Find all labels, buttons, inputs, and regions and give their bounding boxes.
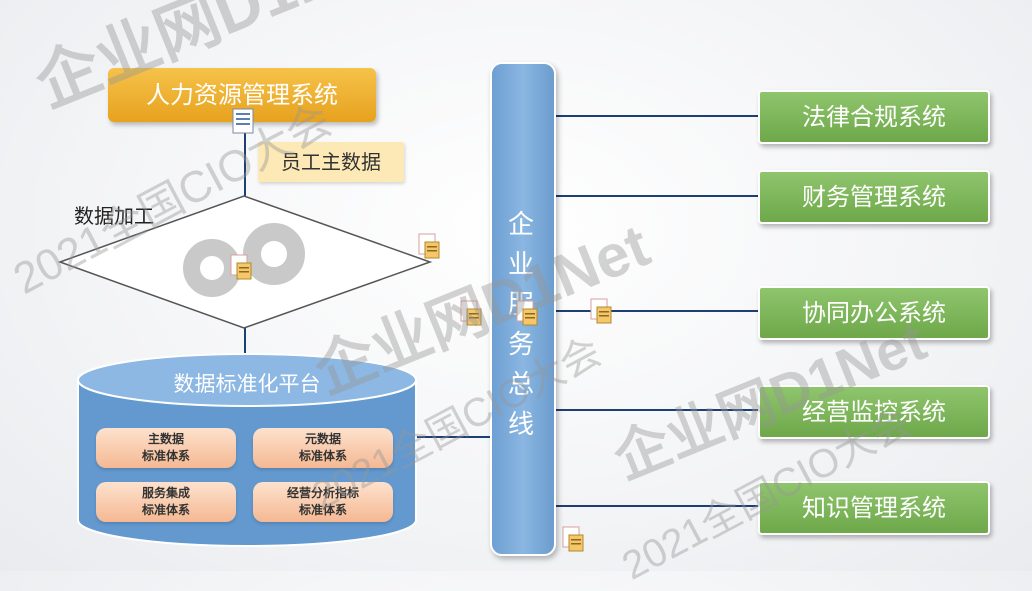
platform-title: 数据标准化平台 <box>173 372 321 396</box>
system-box-legal-compliance: 法律合规系统 <box>758 90 990 144</box>
system-label: 知识管理系统 <box>802 494 946 522</box>
standard-metadata: 元数据 标准体系 <box>253 428 393 468</box>
data-sheet-icon <box>230 254 252 280</box>
system-box-operations-monitoring: 经营监控系统 <box>758 385 990 439</box>
system-box-collaboration: 协同办公系统 <box>758 286 990 340</box>
standard-line1: 经营分析指标 <box>286 486 359 500</box>
system-label: 法律合规系统 <box>802 103 946 131</box>
employee-master-data-label: 员工主数据 <box>258 142 404 182</box>
standard-line2: 标准体系 <box>141 503 190 517</box>
data-sheet-icon <box>460 300 482 326</box>
data-sheet-icon <box>562 526 584 552</box>
standard-service-integration: 服务集成 标准体系 <box>96 482 236 522</box>
data-sheet-icon <box>418 233 440 259</box>
standard-line1: 服务集成 <box>141 486 190 500</box>
data-sheet-icon <box>590 298 612 324</box>
system-label: 协同办公系统 <box>802 299 946 327</box>
standard-line1: 主数据 <box>147 432 184 446</box>
system-label: 财务管理系统 <box>802 183 946 211</box>
standard-line2: 标准体系 <box>298 449 347 463</box>
system-box-finance: 财务管理系统 <box>758 170 990 224</box>
standard-line2: 标准体系 <box>298 503 347 517</box>
platform-cylinder <box>77 353 417 547</box>
hr-system-label: 人力资源管理系统 <box>146 81 338 109</box>
data-sheet-icon <box>516 300 538 326</box>
document-icon <box>232 108 254 134</box>
bus-title: 企业服务总线 <box>507 210 534 440</box>
standard-line1: 元数据 <box>304 432 341 446</box>
system-label: 经营监控系统 <box>802 398 946 426</box>
standard-business-analysis-kpi: 经营分析指标 标准体系 <box>253 482 393 522</box>
standard-line2: 标准体系 <box>141 449 190 463</box>
standard-master-data: 主数据 标准体系 <box>96 428 236 468</box>
data-processing-label: 数据加工 <box>74 204 154 228</box>
system-box-knowledge: 知识管理系统 <box>758 481 990 535</box>
